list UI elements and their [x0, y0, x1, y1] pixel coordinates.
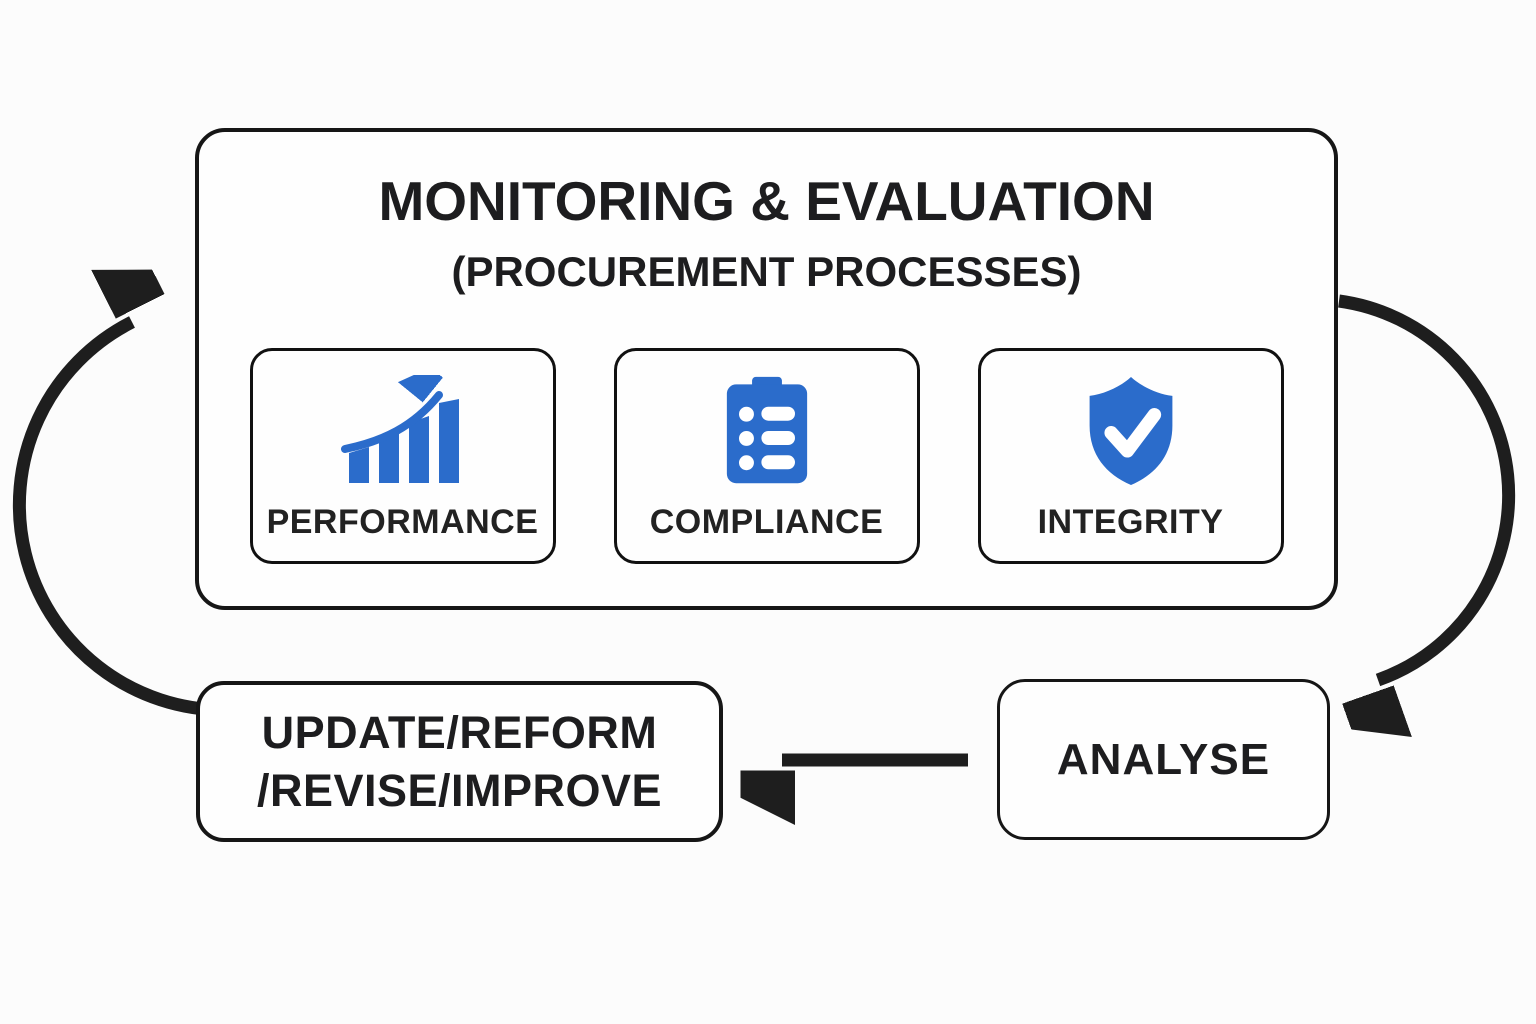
integrity-card: INTEGRITY — [977, 348, 1284, 564]
left-cycle-arrow — [12, 322, 227, 717]
analyse-node: ANALYSE — [997, 679, 1330, 840]
focus-cards-row: PERFORMANCE — [199, 348, 1334, 564]
integrity-label: INTEGRITY — [1037, 503, 1224, 541]
right-cycle-arrow — [1338, 294, 1516, 680]
compliance-label: COMPLIANCE — [649, 503, 884, 541]
shield-check-icon — [1077, 375, 1185, 487]
update-reform-label-line2: /REVISE/IMPROVE — [256, 764, 663, 816]
growth-bars-arrow-icon — [340, 375, 465, 487]
compliance-card: COMPLIANCE — [613, 348, 920, 564]
monitoring-evaluation-panel: MONITORING & EVALUATION (PROCUREMENT PRO… — [195, 128, 1338, 610]
panel-subtitle: (PROCUREMENT PROCESSES) — [451, 248, 1082, 295]
performance-label: PERFORMANCE — [266, 503, 539, 541]
analyse-label: ANALYSE — [1056, 734, 1271, 784]
panel-title: MONITORING & EVALUATION — [378, 170, 1155, 232]
performance-card: PERFORMANCE — [249, 348, 556, 564]
update-reform-label-line1: UPDATE/REFORM — [261, 706, 658, 758]
update-reform-node: UPDATE/REFORM /REVISE/IMPROVE — [196, 681, 723, 842]
checklist-clipboard-icon — [711, 375, 823, 487]
